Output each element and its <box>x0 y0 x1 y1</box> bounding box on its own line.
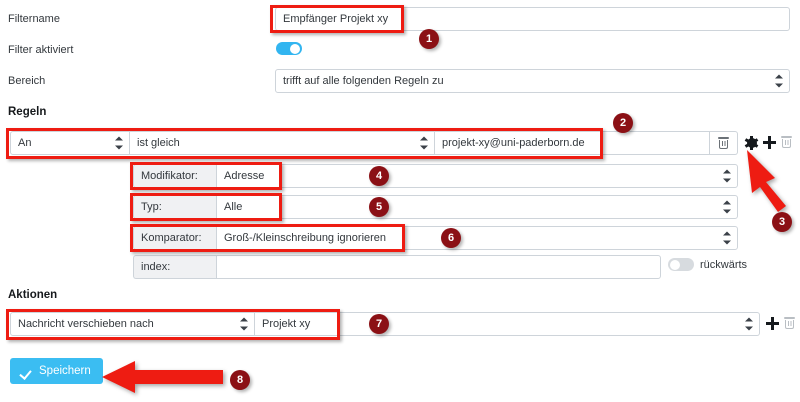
typ-value: Alle <box>224 201 243 213</box>
annotation-badge-4: 4 <box>369 166 389 186</box>
chevron-updown-icon <box>722 200 731 214</box>
plus-icon[interactable] <box>766 317 779 330</box>
annotation-arrow-8 <box>102 361 223 393</box>
bereich-select[interactable]: trifft auf alle folgenden Regeln zu <box>275 69 790 93</box>
trash-icon[interactable] <box>781 136 793 149</box>
rule-value-input[interactable]: projekt-xy@uni-paderborn.de <box>435 131 710 155</box>
action-type-select[interactable]: Nachricht verschieben nach <box>10 312 255 336</box>
index-input[interactable] <box>216 255 661 279</box>
rule-operator-select[interactable]: ist gleich <box>130 131 435 155</box>
sub-row-komparator: Komparator: Groß-/Kleinschreibung ignori… <box>133 226 738 250</box>
action-type-value: Nachricht verschieben nach <box>18 318 154 330</box>
gear-icon[interactable] <box>744 135 759 150</box>
filter-aktiviert-label: Filter aktiviert <box>8 44 74 56</box>
toggle-knob <box>290 43 300 54</box>
rueckwaerts-toggle[interactable] <box>668 258 694 271</box>
rule-value-text: projekt-xy@uni-paderborn.de <box>442 137 585 149</box>
bereich-label: Bereich <box>8 75 46 87</box>
sub-row-modifikator: Modifikator: Adresse <box>133 164 738 188</box>
rule-row: An ist gleich projekt-xy@uni-paderborn.d… <box>10 131 738 155</box>
check-icon <box>22 367 34 376</box>
annotation-badge-8: 8 <box>230 370 250 390</box>
typ-label: Typ: <box>133 195 216 219</box>
aktionen-heading: Aktionen <box>8 289 58 301</box>
index-label: index: <box>133 255 216 279</box>
annotation-badge-3: 3 <box>772 212 792 232</box>
action-target-value: Projekt xy <box>262 318 311 330</box>
chevron-updown-icon <box>774 74 783 88</box>
chevron-updown-icon <box>722 231 731 245</box>
chevron-updown-icon <box>744 317 753 331</box>
chevron-updown-icon <box>114 136 123 150</box>
annotation-badge-5: 5 <box>369 197 389 217</box>
modifikator-select[interactable]: Adresse <box>216 164 738 188</box>
rule-side-actions <box>744 135 793 150</box>
sub-row-index: index: <box>133 255 661 279</box>
annotation-badge-7: 7 <box>369 314 389 334</box>
modifikator-label: Modifikator: <box>133 164 216 188</box>
trash-icon <box>718 137 729 149</box>
rule-operator-value: ist gleich <box>137 137 180 149</box>
save-button-label: Speichern <box>39 365 91 377</box>
komparator-label: Komparator: <box>133 226 216 250</box>
filtername-value: Empfänger Projekt xy <box>283 13 389 25</box>
rueckwaerts-group: rückwärts <box>668 258 747 271</box>
annotation-arrow-3 <box>747 150 786 212</box>
komparator-value: Groß-/Kleinschreibung ignorieren <box>224 232 387 244</box>
rule-field-select[interactable]: An <box>10 131 130 155</box>
modifikator-value: Adresse <box>224 170 265 182</box>
chevron-updown-icon <box>419 136 428 150</box>
rule-field-value: An <box>18 137 32 149</box>
komparator-select[interactable]: Groß-/Kleinschreibung ignorieren <box>216 226 738 250</box>
rule-delete-button[interactable] <box>710 131 738 155</box>
filtername-label: Filtername <box>8 13 60 25</box>
rueckwaerts-label: rückwärts <box>700 258 748 271</box>
bereich-value: trifft auf alle folgenden Regeln zu <box>283 75 444 87</box>
plus-icon[interactable] <box>763 136 776 149</box>
chevron-updown-icon <box>722 169 731 183</box>
chevron-updown-icon <box>239 317 248 331</box>
sub-row-typ: Typ: Alle <box>133 195 738 219</box>
action-target-select[interactable]: Projekt xy <box>255 312 760 336</box>
save-button[interactable]: Speichern <box>10 358 103 384</box>
filtername-input[interactable]: Empfänger Projekt xy <box>275 7 790 31</box>
action-side-actions <box>766 317 796 330</box>
regeln-heading: Regeln <box>8 106 47 118</box>
typ-select[interactable]: Alle <box>216 195 738 219</box>
annotation-badge-1: 1 <box>419 29 439 49</box>
trash-icon[interactable] <box>784 317 796 330</box>
annotation-badge-6: 6 <box>441 228 461 248</box>
filter-aktiviert-toggle[interactable] <box>276 42 302 55</box>
annotation-badge-2: 2 <box>613 113 633 133</box>
toggle-knob <box>670 259 680 270</box>
